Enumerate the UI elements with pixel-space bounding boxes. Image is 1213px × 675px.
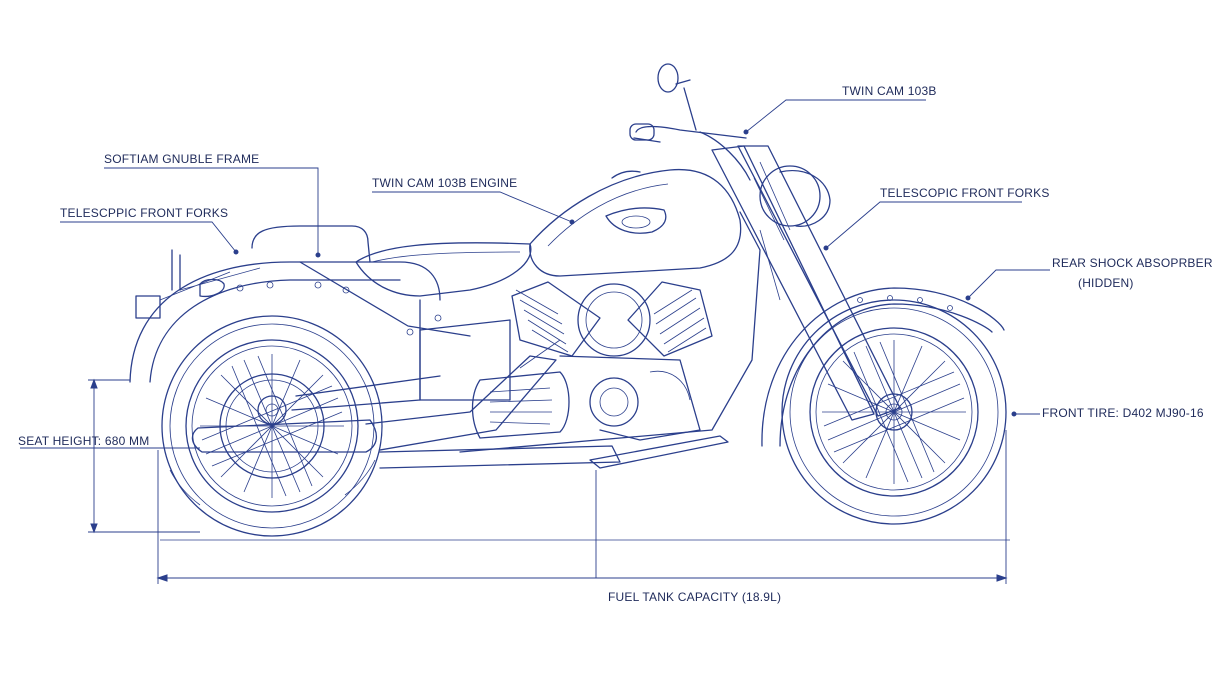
label-rear-shock: REAR SHOCK ABSOPRBER xyxy=(1052,256,1213,270)
front-wheel xyxy=(781,299,1007,525)
exhaust xyxy=(191,339,621,469)
rear-wheel xyxy=(161,315,383,537)
label-front-tire: FRONT TIRE: D402 MJ90-16 xyxy=(1042,406,1204,420)
label-forks-right: TELESCOPIC FRONT FORKS xyxy=(880,186,1050,200)
label-forks-left: TELESCPPIC FRONT FORKS xyxy=(60,206,229,220)
label-engine-top: TWIN CAM 103B xyxy=(842,84,937,98)
label-frame: SOFTІAM GNUBLE FRAME xyxy=(104,152,260,166)
rear-fender xyxy=(129,249,441,383)
handlebars xyxy=(629,63,751,181)
front-forks xyxy=(711,145,901,421)
label-seat-height: SEAT HEIGHT: 680 MM xyxy=(18,434,150,448)
seat xyxy=(251,225,532,297)
engine xyxy=(419,281,713,441)
frame xyxy=(291,211,781,469)
fuel-tank xyxy=(529,168,742,277)
label-engine: TWIN CAM 103B ENGINE xyxy=(372,176,518,190)
label-rear-shock-hidden: (HIDDEN) xyxy=(1078,276,1134,290)
label-fuel-tank: FUEL TANK CAPACITY (18.9L) xyxy=(608,590,782,604)
leader-lines xyxy=(20,99,1050,584)
front-fender xyxy=(761,287,1005,447)
